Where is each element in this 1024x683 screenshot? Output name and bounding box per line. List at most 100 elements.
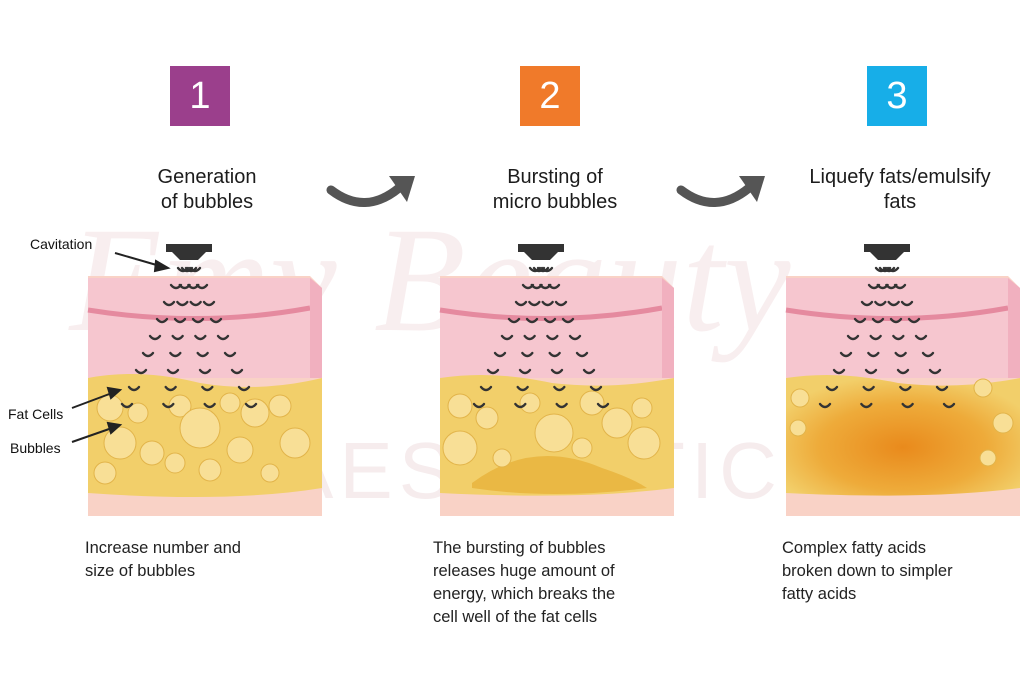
ultrasound-wave-arc xyxy=(907,317,921,324)
ultrasound-wave-arc xyxy=(550,368,564,375)
ultrasound-wave-arc xyxy=(568,334,582,341)
ultrasound-wave-arc xyxy=(127,385,141,392)
ultrasound-wave-arc xyxy=(516,385,529,392)
step-3-description: Complex fatty acids broken down to simpl… xyxy=(782,539,953,603)
ultrasound-wave-arc xyxy=(546,334,559,341)
ultrasound-wave-arc xyxy=(893,283,907,290)
ultrasound-wave-arc xyxy=(575,351,589,358)
ultrasound-wave-arc xyxy=(525,317,539,324)
ultrasound-wave-arc xyxy=(223,351,237,358)
ultrasound-wave-arc xyxy=(853,317,867,324)
ultrasound-wave-arc xyxy=(198,368,212,375)
cavitation-label: Cavitation xyxy=(30,236,93,252)
ultrasound-wave-arc xyxy=(561,317,575,324)
ultrasound-wave-arc xyxy=(942,402,956,409)
ultrasound-wave-arc xyxy=(173,317,187,324)
ultrasound-wave-arc xyxy=(886,266,900,273)
ultrasound-wave-arc xyxy=(882,266,896,273)
ultrasound-wave-arc xyxy=(148,334,162,341)
ultrasound-wave-arc xyxy=(486,368,500,375)
ultrasound-wave-arc xyxy=(896,368,910,375)
step-2-title: Bursting of micro bubbles xyxy=(492,166,618,213)
step-3-skin-illustration xyxy=(778,238,1023,528)
ultrasound-wave-arc xyxy=(162,300,176,307)
ultrasound-wave-arc xyxy=(479,385,493,392)
ultrasound-wave-arc xyxy=(194,334,207,341)
ultrasound-wave-arc xyxy=(141,351,155,358)
ultrasound-wave-arc xyxy=(862,385,875,392)
step-2-description: The bursting of bubbles releases huge am… xyxy=(433,539,616,626)
ultrasound-wave-arc xyxy=(216,334,230,341)
ultrasound-wave-arc xyxy=(860,300,874,307)
ultrasound-wave-arc xyxy=(589,385,603,392)
ultrasound-wave-arc xyxy=(184,266,198,273)
ultrasound-wave-arc xyxy=(548,351,561,358)
ultrasound-wave-arc xyxy=(237,385,251,392)
ultrasound-wave-arc xyxy=(162,402,175,409)
step-1-badge: 1 xyxy=(170,66,230,126)
ultrasound-wave-arc xyxy=(541,300,554,307)
ultrasound-wave-arc xyxy=(867,351,880,358)
ultrasound-wave-arc xyxy=(493,351,507,358)
ultrasound-wave-arc xyxy=(191,317,205,324)
ultrasound-wave-arc xyxy=(901,402,914,409)
ultrasound-wave-arc xyxy=(871,317,885,324)
ultrasound-wave-arc xyxy=(528,300,541,307)
step-3-badge: 3 xyxy=(867,66,927,126)
ultrasound-wave-arc xyxy=(900,300,914,307)
ultrasound-wave-arc xyxy=(521,351,534,358)
ultrasound-wave-arc xyxy=(120,402,134,409)
ultrasound-wave-arc xyxy=(869,334,882,341)
ultrasound-wave-arc xyxy=(899,385,912,392)
ultrasound-wave-arc xyxy=(887,300,900,307)
ultrasound-wave-arc xyxy=(176,300,189,307)
ultrasound-wave-arc xyxy=(166,368,180,375)
ultrasound-wave-arc xyxy=(928,368,942,375)
ultrasound-wave-arc xyxy=(846,334,860,341)
ultrasound-wave-arc xyxy=(832,368,846,375)
ultrasound-wave-arc xyxy=(894,351,907,358)
step-1-description: Increase number and size of bubbles xyxy=(85,539,241,580)
ultrasound-wave-arc xyxy=(582,368,596,375)
ultrasound-wave-arc xyxy=(892,334,905,341)
ultrasound-wave-arc xyxy=(825,385,839,392)
step-2-badge: 2 xyxy=(520,66,580,126)
step-1-skin-illustration xyxy=(80,238,325,528)
ultrasound-wave-arc xyxy=(203,402,216,409)
ultrasound-wave-arc xyxy=(201,385,214,392)
ultrasound-wave-arc xyxy=(596,402,610,409)
ultrasound-wave-arc xyxy=(540,266,554,273)
ultrasound-wave-arc xyxy=(874,300,887,307)
ultrasound-wave-arc xyxy=(518,368,532,375)
ultrasound-wave-arc xyxy=(195,283,209,290)
fat-cells-label: Fat Cells xyxy=(8,406,64,422)
arrow-step-1-to-2 xyxy=(326,176,415,207)
ultrasound-wave-arc xyxy=(818,402,832,409)
ultrasound-wave-arc xyxy=(523,334,536,341)
ultrasound-wave-arc xyxy=(860,402,873,409)
ultrasound-wave-arc xyxy=(169,351,182,358)
ultrasound-wave-arc xyxy=(134,368,148,375)
ultrasound-wave-arc xyxy=(839,351,853,358)
ultrasound-wave-arc xyxy=(864,368,878,375)
step-2-skin-illustration xyxy=(432,238,677,528)
ultrasound-wave-arc xyxy=(244,402,258,409)
bubbles-label: Bubbles xyxy=(10,440,61,456)
ultrasound-wave-arc xyxy=(914,334,928,341)
ultrasound-wave-arc xyxy=(555,402,568,409)
ultrasound-wave-arc xyxy=(554,300,568,307)
ultrasound-wave-arc xyxy=(514,402,527,409)
ultrasound-wave-arc xyxy=(188,266,202,273)
ultrasound-wave-arc xyxy=(553,385,566,392)
ultrasound-wave-arc xyxy=(507,317,521,324)
ultrasound-wave-arc xyxy=(472,402,486,409)
ultrasound-wave-arc xyxy=(500,334,514,341)
ultrasound-wave-arc xyxy=(155,317,169,324)
ultrasound-wave-arc xyxy=(536,266,550,273)
ultrasound-wave-arc xyxy=(935,385,949,392)
ultrasound-wave-arc xyxy=(202,300,216,307)
ultrasound-wave-arc xyxy=(189,300,202,307)
step-1-title: Generation of bubbles xyxy=(157,166,257,213)
ultrasound-wave-arc xyxy=(164,385,177,392)
